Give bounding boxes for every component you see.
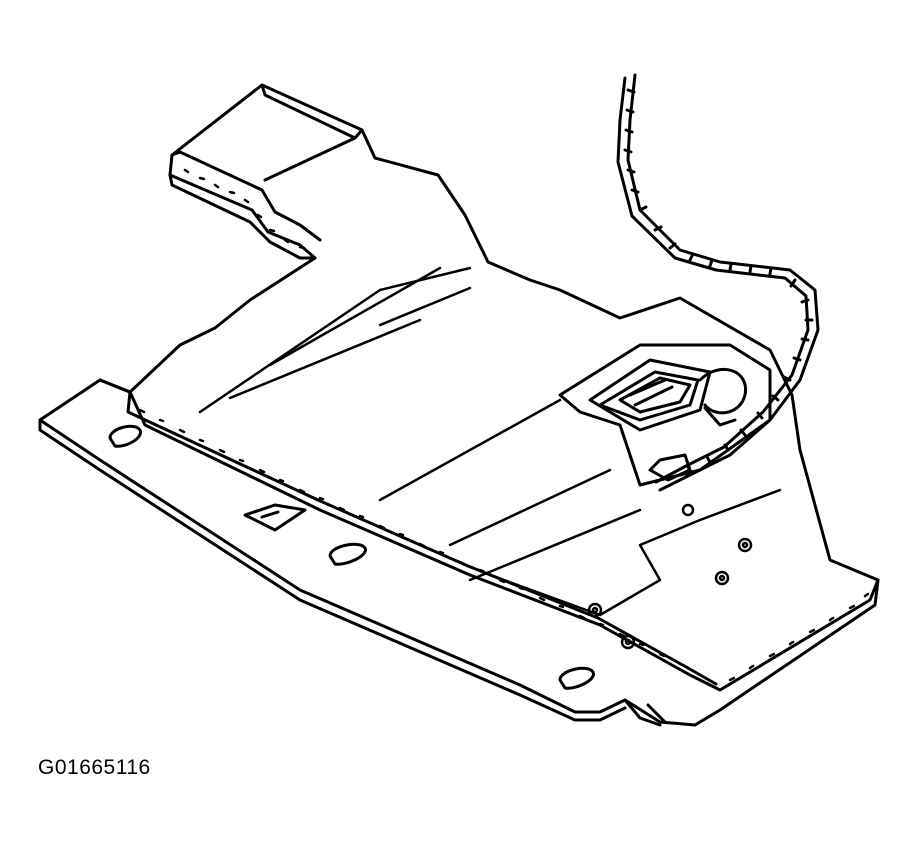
retaining-clips <box>108 424 595 690</box>
switch-housing <box>558 343 772 487</box>
panel-body <box>38 83 880 727</box>
foam-edge-texture <box>138 168 870 682</box>
fastener-nuts <box>587 503 753 650</box>
wire-harness <box>616 73 820 492</box>
figure-id-label: G01665116 <box>38 756 151 779</box>
panel-surface-lines <box>198 266 782 617</box>
